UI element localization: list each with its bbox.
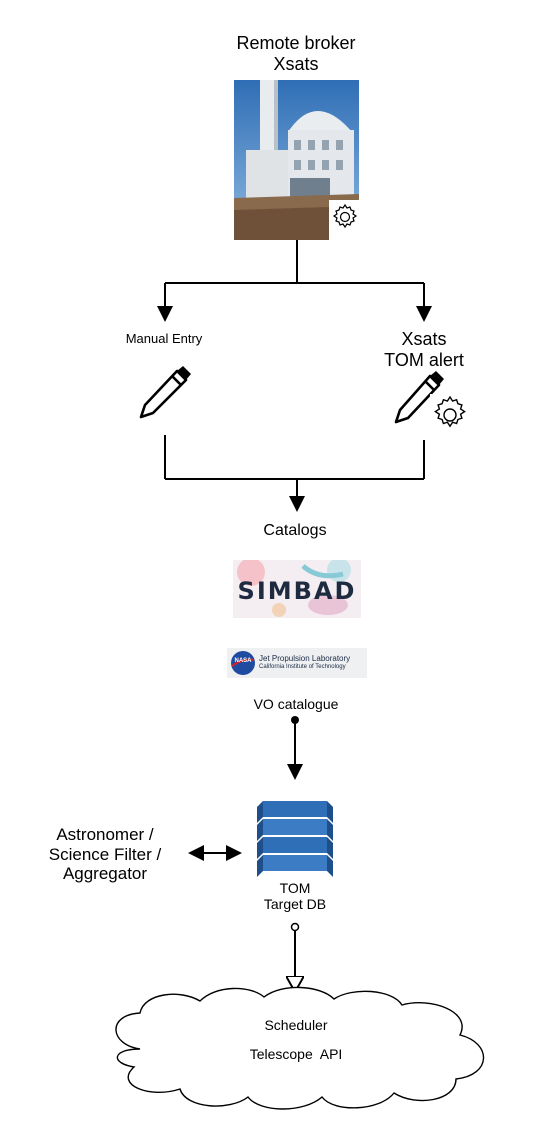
nasa-badge: NASA: [234, 658, 252, 664]
jpl-subtitle: California Institute of Technology: [259, 664, 346, 670]
manual-entry-label: Manual Entry: [125, 331, 203, 346]
telescope-api-label: Telescope API: [249, 1046, 343, 1062]
scheduler-label: Scheduler: [264, 1017, 328, 1033]
database-icon: [257, 801, 333, 877]
jpl-name: Jet Propulsion Laboratory: [259, 654, 351, 663]
tom-alert-label: Xsats TOM alert: [384, 329, 464, 370]
broker-gear-icon: [332, 203, 358, 229]
tom-db-label: TOM Target DB: [263, 880, 327, 913]
pencil-gear-icon: [394, 371, 470, 436]
remote-broker-label: Remote broker Xsats: [236, 33, 356, 74]
simbad-logo-text: SIMBAD: [237, 577, 357, 605]
pencil-icon: [139, 366, 191, 419]
catalogs-title: Catalogs: [263, 522, 327, 539]
telescope-photo: [234, 80, 359, 240]
astronomer-label: Astronomer / Science Filter / Aggregator: [48, 825, 162, 884]
simbad-logo: SIMBAD: [233, 560, 361, 618]
jpl-logo: NASA Jet Propulsion Laboratory Californi…: [227, 648, 367, 678]
vo-catalogue-label: VO catalogue: [253, 696, 339, 712]
scheduler-cloud: [115, 986, 485, 1110]
